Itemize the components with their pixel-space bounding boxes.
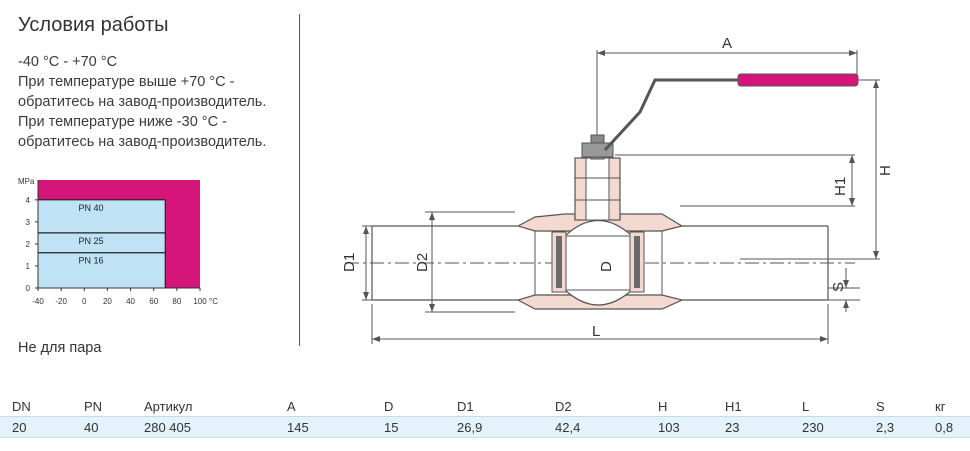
specification-table: DN PN Артикул A D D1 D2 H H1 L S кг 20 4… [0,396,970,438]
dimension-d1-label: D1 [341,253,358,272]
table-cell: 20 [0,416,72,438]
table-cell: 23 [713,416,790,438]
header-cell: PN [84,398,103,414]
header-cell: A [287,398,296,414]
condition-line: обратитесь на завод-производитель. [18,134,267,150]
y-tick-label: 1 [26,262,31,271]
dimension-h-label: H [877,165,894,176]
table-cell: 280 405 [132,416,275,438]
table-row: 20 40 280 405 145 15 26,9 42,4 103 23 23… [0,416,970,438]
valve-body [516,213,684,310]
header-cell: D1 [457,398,474,414]
x-tick-label: 40 [126,297,135,306]
condition-line: При температуре выше +70 °C - [18,74,235,90]
table-cell: 103 [646,416,713,438]
allowed-region [38,199,166,288]
header-cell: кг [935,398,946,414]
header-cell: H1 [725,398,742,414]
table-cell: 2,3 [864,416,923,438]
pressure-temperature-chart: PN 40 PN 25 PN 16 MPa 0 1 2 3 4 -40 -20 0 20 40 60 80 10… [18,177,218,306]
x-tick-label: 60 [149,297,158,306]
pipe [371,225,829,301]
header-cell: D [384,398,394,414]
conditions-title: Условия работы [18,14,169,36]
dimension-s-label: S [830,282,847,292]
series-label: PN 16 [79,256,104,266]
dimension-d-label: D [598,261,615,272]
table-cell: 15 [372,416,445,438]
table-cell: 42,4 [543,416,646,438]
header-cell: H [658,398,668,414]
header-cell: S [876,398,885,414]
table-cell: 26,9 [445,416,543,438]
condition-line: обратитесь на завод-производитель. [18,94,267,110]
y-tick-label: 2 [26,240,31,249]
ball-valve-drawing: A H H1 D1 D2 D L S [341,35,894,344]
dimension-a-label: A [722,35,732,52]
condition-line: При температуре ниже -30 °C - [18,114,227,130]
y-tick-label: 3 [26,218,31,227]
header-cell: D2 [555,398,572,414]
x-tick-label: 20 [103,297,112,306]
table-cell: 230 [790,416,864,438]
dimension-h1-label: H1 [832,177,849,196]
y-tick-label: 0 [26,284,31,293]
x-tick-label: -40 [32,297,44,306]
series-label: PN 25 [79,236,104,246]
header-cell: DN [12,398,31,414]
series-label: PN 40 [79,203,104,213]
x-tick-label: 0 [82,297,87,306]
not-for-steam-note: Не для пара [18,340,102,356]
section-divider [299,14,300,346]
x-tick-label: 100 [193,297,207,306]
y-axis-label: MPa [18,177,35,186]
x-tick-label: 80 [172,297,181,306]
table-cell: 40 [72,416,132,438]
stem-housing [574,134,621,221]
table-cell: 0,8 [923,416,970,438]
header-cell: L [802,398,810,414]
dimension-l-label: L [592,323,600,340]
table-cell: 145 [275,416,372,438]
x-tick-label: -20 [55,297,67,306]
dimension-d2-label: D2 [414,253,431,272]
temperature-range: -40 °C - +70 °C [18,54,118,70]
conditions-text: -40 °C - +70 °C При температуре выше +70… [18,52,266,152]
y-tick-label: 4 [26,196,31,205]
handle [603,73,859,152]
x-axis-unit: °C [209,297,218,306]
header-cell: Артикул [144,398,193,414]
table-header-row: DN PN Артикул A D D1 D2 H H1 L S кг [0,396,970,417]
